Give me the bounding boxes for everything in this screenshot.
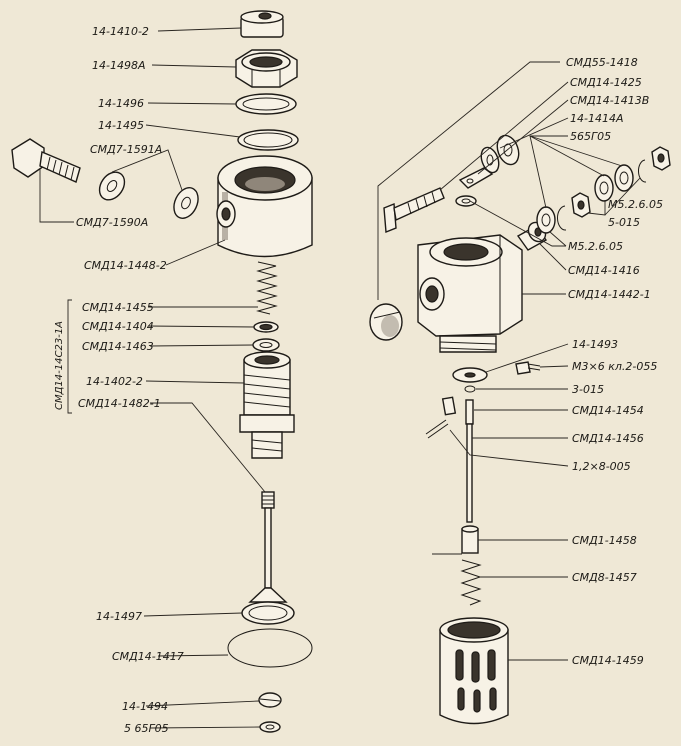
label-m3x6: М3×6 кл.2-055 bbox=[572, 360, 657, 373]
part-rod-smd14-1454 bbox=[465, 399, 474, 425]
part-washer-565g05-right-a bbox=[536, 206, 556, 234]
label-smd14-1404: СМД14-1404 bbox=[82, 320, 154, 333]
part-plug-smd55-1418 bbox=[369, 303, 403, 341]
part-ring-14-1496 bbox=[235, 93, 297, 115]
part-valve-smd14-1482-1 bbox=[248, 491, 288, 603]
part-ring-smd14-1404 bbox=[253, 321, 279, 333]
part-cylinder-smd14-1459 bbox=[439, 617, 509, 725]
label-smd14-1448-2: СМД14-1448-2 bbox=[84, 259, 167, 272]
part-housing-smd14-1442-1 bbox=[417, 234, 523, 353]
part-spring-smd14-1455 bbox=[256, 261, 278, 315]
part-spring-smd8-1457 bbox=[460, 559, 482, 606]
label-1-2x8-005: 1,2×8-005 bbox=[572, 460, 631, 473]
part-split-washer-5-015 bbox=[557, 205, 567, 231]
label-smd14-1454: СМД14-1454 bbox=[572, 404, 644, 417]
part-bushing-smd1-1458 bbox=[461, 525, 479, 554]
part-rod-smd14-1456 bbox=[466, 423, 473, 523]
label-smd7-1590a: СМД7-1590А bbox=[76, 216, 148, 229]
label-smd14-1459: СМД14-1459 bbox=[572, 654, 644, 667]
part-washer-565g05-left bbox=[259, 721, 281, 733]
part-washer-left-small bbox=[455, 195, 477, 207]
part-sleeve-smd14-1416 bbox=[516, 221, 548, 251]
left-leader-lines bbox=[39, 27, 266, 729]
label-14-1493: 14-1493 bbox=[572, 338, 618, 351]
part-washer-565g05-right-c bbox=[614, 164, 634, 192]
part-screw-14-1494 bbox=[258, 692, 282, 708]
label-smd14-1417: СМД14-1417 bbox=[112, 650, 184, 663]
part-split-ring-3-015 bbox=[464, 385, 476, 393]
label-14-1494: 14-1494 bbox=[122, 700, 168, 713]
part-ring-14-1497 bbox=[241, 601, 295, 625]
label-14-1498a: 14-1498А bbox=[92, 59, 146, 72]
part-split-washer-5-015-b bbox=[637, 159, 647, 183]
part-screw-m3x6 bbox=[515, 361, 541, 375]
label-smd1-1458: СМД1-1458 bbox=[572, 534, 637, 547]
label-smd8-1457: СМД8-1457 bbox=[572, 571, 637, 584]
label-3-015: 3-015 bbox=[572, 383, 604, 396]
label-smd55-1418: СМД55-1418 bbox=[566, 56, 638, 69]
part-nut-m5-a bbox=[571, 192, 591, 218]
label-14-1402-2: 14-1402-2 bbox=[86, 375, 143, 388]
label-565g05-left: 5 65Г05 bbox=[124, 722, 169, 735]
label-smd7-1591a: СМД7-1591А bbox=[90, 143, 162, 156]
label-14-1497: 14-1497 bbox=[96, 610, 142, 623]
label-smd14-1442-1: СМД14-1442-1 bbox=[568, 288, 651, 301]
part-bracket-smd14-1413v bbox=[458, 167, 494, 189]
label-smd14-1456: СМД14-1456 bbox=[572, 432, 644, 445]
left-labels: 14-1410-2 14-1498А 14-1496 14-1495 СМД7-… bbox=[54, 25, 184, 735]
label-smd14-1455: СМД14-1455 bbox=[82, 301, 154, 314]
part-washer-14-1493 bbox=[452, 367, 488, 383]
part-body-smd14-1448-2 bbox=[216, 155, 313, 258]
label-smd14-1416: СМД14-1416 bbox=[568, 264, 640, 277]
part-washer-smd7-1591a-b bbox=[173, 187, 199, 219]
part-washer-565g05-right-b bbox=[594, 174, 614, 202]
part-hex-nut-14-1498a bbox=[235, 49, 298, 88]
label-smd14-1425: СМД14-1425 bbox=[570, 76, 642, 89]
part-nut-m5-b bbox=[651, 146, 671, 171]
part-bolt-smd7-1590a bbox=[11, 138, 81, 183]
part-ring-14-1495 bbox=[237, 129, 299, 151]
right-labels: СМД55-1418 СМД14-1425 СМД14-1413В 14-141… bbox=[566, 56, 663, 667]
label-group-smd14-14c23-1a: СМД14-14С23-1А bbox=[54, 321, 65, 410]
label-14-1495: 14-1495 bbox=[98, 119, 144, 132]
part-cap-14-1410-2 bbox=[240, 10, 284, 38]
part-seat-14-1402-2 bbox=[239, 351, 295, 459]
part-cotter-pin-1-2x8 bbox=[425, 396, 457, 439]
label-14-1414a: 14-1414А bbox=[570, 112, 624, 125]
part-washer-smd7-1591a-a bbox=[98, 171, 126, 201]
label-14-1496: 14-1496 bbox=[98, 97, 144, 110]
label-smd14-1413v: СМД14-1413В bbox=[570, 94, 649, 107]
part-oring-smd14-1417 bbox=[227, 628, 313, 668]
label-565g05-right: 565Г05 bbox=[570, 130, 611, 143]
label-5-015: 5-015 bbox=[608, 216, 640, 229]
part-washer-14-1414a-a bbox=[480, 146, 500, 174]
label-smd14-1482-1: СМД14-1482-1 bbox=[78, 397, 161, 410]
label-14-1410-2: 14-1410-2 bbox=[92, 25, 149, 38]
label-m5-top: М5.2.6.05 bbox=[608, 198, 663, 211]
label-m5-bottom: М5.2.6.05 bbox=[568, 240, 623, 253]
label-smd14-1463: СМД14-1463 bbox=[82, 340, 154, 353]
part-bolt-smd14-1425 bbox=[383, 187, 445, 234]
right-leader-lines bbox=[377, 61, 641, 661]
part-washer-smd14-1463 bbox=[252, 338, 280, 352]
